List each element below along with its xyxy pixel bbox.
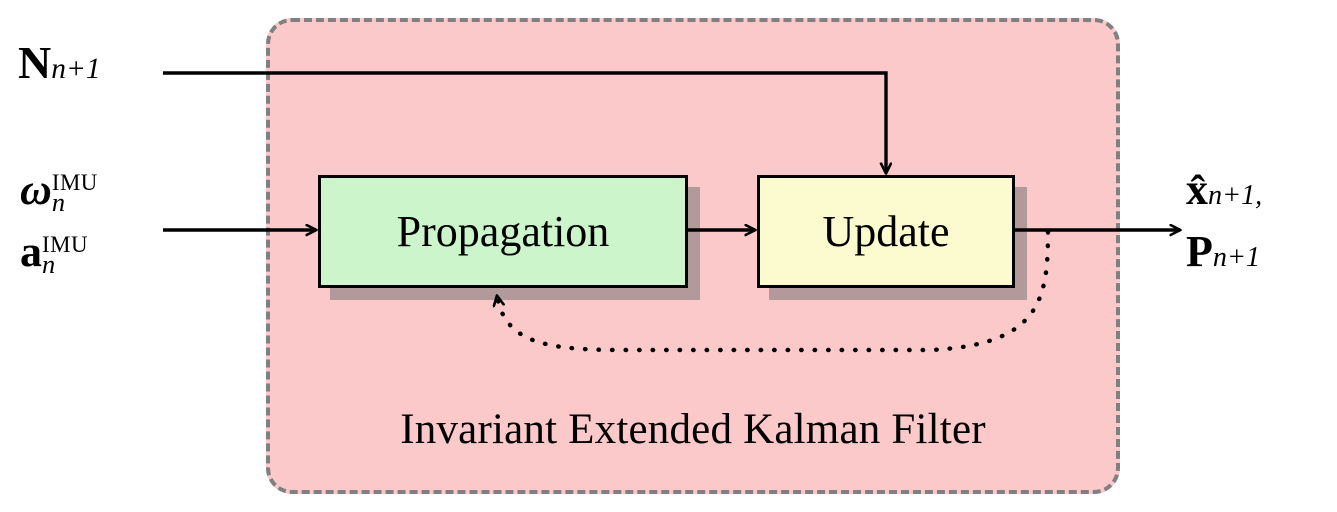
covariance-symbol: P — [1186, 227, 1213, 276]
state-subscript: n+1, — [1208, 180, 1263, 211]
output-label: x̂n+1, Pn+1 — [1186, 168, 1262, 292]
accel-symbol: a — [20, 227, 42, 276]
propagation-block-label: Propagation — [396, 206, 610, 256]
covariance-subscript: n+1 — [1212, 242, 1261, 273]
update-block-label: Update — [822, 206, 950, 256]
imu-gyro-term: ω IMU n — [20, 168, 98, 230]
accel-superscript: IMU — [42, 232, 88, 258]
measurement-subscript: n+1 — [51, 53, 101, 85]
gyro-symbol: ω — [20, 165, 52, 214]
measurement-symbol: N — [18, 37, 52, 88]
output-state-term: x̂n+1, — [1186, 168, 1262, 230]
accel-subscript: n — [42, 249, 56, 280]
imu-accel-term: a IMU n — [20, 230, 98, 292]
input-label-measurement: Nn+1 — [18, 40, 101, 86]
output-covariance-term: Pn+1 — [1186, 230, 1262, 292]
panel-title: Invariant Extended Kalman Filter — [400, 406, 986, 453]
state-symbol: x̂ — [1186, 165, 1208, 214]
input-label-imu: ω IMU n a IMU n — [20, 168, 98, 292]
gyro-subscript: n — [51, 187, 66, 218]
update-block[interactable]: Update — [757, 175, 1015, 288]
gyro-superscript: IMU — [51, 170, 98, 196]
propagation-block[interactable]: Propagation — [318, 175, 688, 288]
